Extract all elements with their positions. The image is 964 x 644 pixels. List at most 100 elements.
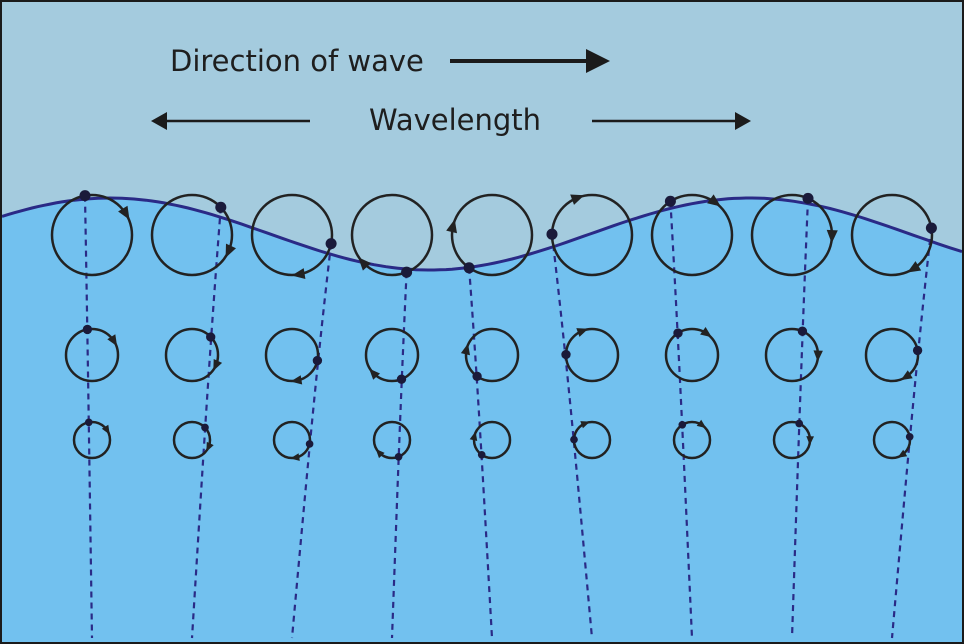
water-particle	[82, 324, 93, 335]
orbit-arrow-icon	[813, 350, 823, 362]
orbit-circle	[460, 327, 520, 383]
orbit-arrow-icon	[900, 370, 913, 381]
water-particle	[664, 195, 676, 207]
orbits	[50, 190, 937, 461]
particle-path-line	[190, 207, 222, 639]
orbit-arrow-icon	[358, 257, 371, 271]
orbit-circle	[364, 327, 420, 384]
orbit-arrow-icon	[291, 268, 306, 279]
water	[2, 198, 962, 642]
wave-surface-line	[2, 196, 962, 272]
orbit-arrow-icon	[369, 368, 380, 380]
water-particle	[673, 328, 683, 338]
orbit-circle	[672, 419, 712, 460]
orbit-arrow-icon	[806, 436, 814, 446]
water-particle	[477, 450, 486, 459]
water-particle	[396, 374, 407, 384]
orbit-arrow-icon	[897, 449, 908, 458]
water-particle	[678, 420, 687, 429]
particle-path-line	[550, 234, 594, 639]
water-particle	[463, 262, 475, 274]
orbit-arrow-icon	[101, 424, 110, 435]
orbit-circle	[446, 193, 534, 277]
orbit-circle	[850, 193, 937, 277]
orbit-arrow-icon	[580, 421, 590, 429]
water-particle	[325, 238, 337, 250]
orbit-circle	[750, 192, 838, 277]
wavelength-label: Wavelength	[369, 103, 541, 137]
particle-path-line	[669, 201, 694, 639]
orbit-circle	[350, 193, 434, 278]
water-particle	[905, 432, 914, 441]
orbit-circle	[250, 193, 337, 279]
orbit-arrow-icon	[225, 243, 236, 258]
orbit-circle	[561, 327, 620, 383]
water-particle	[795, 419, 804, 428]
water-particle	[312, 355, 323, 366]
direction-label: Direction of wave	[170, 44, 424, 78]
right-arrow-icon	[592, 112, 751, 130]
orbit-circle	[469, 420, 512, 460]
particle-path-line	[290, 243, 333, 639]
orbit-arrow-icon	[118, 205, 130, 220]
orbit-arrow-icon	[826, 229, 838, 244]
orbit-circle	[764, 326, 823, 383]
water-particle	[912, 345, 923, 356]
orbit-arrow-icon	[707, 194, 721, 207]
water-particle	[472, 371, 482, 381]
particle-path-line	[468, 267, 494, 639]
orbit-arrow-icon	[375, 448, 385, 459]
water-particle	[561, 349, 571, 360]
water-particle	[215, 201, 227, 213]
orbit-circle	[50, 190, 134, 277]
particle-path-line	[790, 198, 810, 639]
orbit-circle	[546, 193, 634, 277]
orbit-circle	[172, 420, 214, 460]
orbit-circle	[264, 327, 323, 385]
water-particle	[394, 452, 403, 461]
orbit-arrow-icon	[446, 219, 457, 234]
orbit-arrow-icon	[469, 431, 478, 441]
orbit-arrow-icon	[576, 328, 589, 337]
orbit-arrow-icon	[696, 419, 707, 429]
water-particle	[797, 326, 808, 336]
orbit-arrow-icon	[290, 375, 303, 385]
water-particle	[305, 440, 314, 448]
orbit-circle	[72, 418, 112, 460]
right-arrow-icon	[450, 49, 610, 73]
orbit-circle	[864, 327, 923, 383]
orbit-arrow-icon	[290, 453, 300, 461]
orbit-arrow-icon	[206, 441, 214, 452]
water-particle	[401, 266, 413, 278]
orbit-arrow-icon	[700, 327, 712, 338]
water-particle	[802, 192, 814, 204]
water-particle	[79, 190, 91, 202]
orbit-circle	[570, 420, 612, 460]
orbit-circle	[64, 324, 120, 383]
water-particle	[84, 418, 93, 427]
orbit-circle	[772, 419, 814, 460]
orbit-circle	[650, 193, 734, 277]
orbit-circle	[372, 420, 412, 461]
water-particle	[206, 332, 216, 342]
orbit-circle	[164, 327, 223, 383]
orbit-circle	[664, 327, 720, 383]
water-particle	[201, 423, 209, 432]
orbit-arrow-icon	[213, 359, 223, 371]
orbit-arrow-icon	[907, 261, 922, 273]
orbit-arrow-icon	[107, 334, 118, 347]
particle-path-line	[890, 227, 933, 639]
water-particle	[546, 228, 558, 240]
particle-path-line	[390, 272, 408, 639]
orbit-arrow-icon	[570, 194, 585, 205]
orbit-circle	[872, 420, 914, 460]
water-particle	[925, 222, 937, 234]
water-particle	[570, 435, 578, 444]
orbit-arrow-icon	[460, 343, 470, 356]
left-arrow-icon	[151, 112, 310, 130]
particle-path-lines	[83, 195, 933, 639]
orbit-circle	[150, 193, 236, 277]
particle-path-line	[83, 195, 94, 639]
